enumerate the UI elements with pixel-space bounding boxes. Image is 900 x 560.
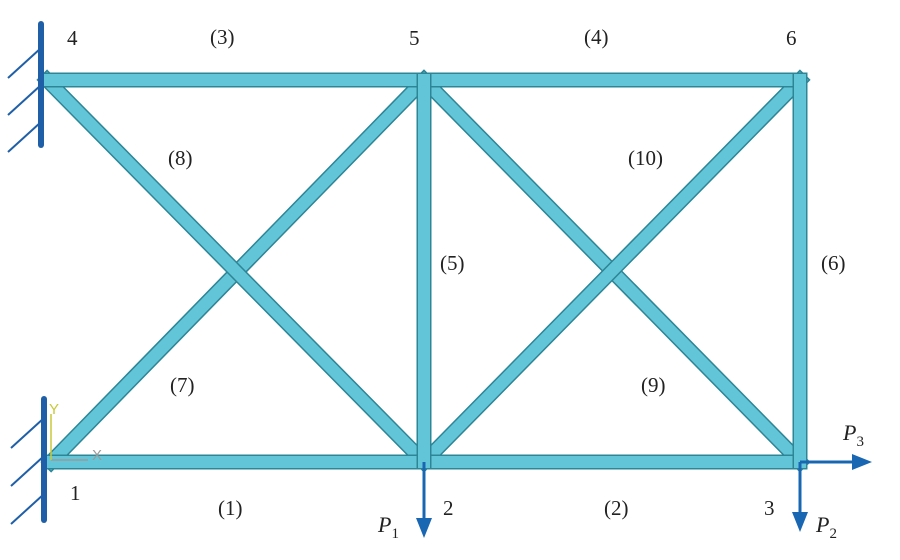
element-label-6: (6) <box>821 251 846 275</box>
load-label-p2: P2 <box>815 512 837 542</box>
member-8 <box>36 69 435 473</box>
element-label-7: (7) <box>170 373 195 397</box>
element-label-9: (9) <box>641 373 666 397</box>
truss-members <box>36 69 811 473</box>
element-label-8: (8) <box>168 146 193 170</box>
element-label-10: (10) <box>628 146 663 170</box>
load-label-p1: P1 <box>377 512 399 542</box>
member-10 <box>413 69 811 473</box>
element-labels: (1) (2) (3) (4) (5) (6) (7) (8) (9) (10) <box>168 25 846 520</box>
axis-triad: X Y <box>49 401 102 464</box>
element-label-2: (2) <box>604 496 629 520</box>
fixed-support-node-4 <box>7 21 44 153</box>
load-labels: P1 P2 P3 <box>377 420 864 542</box>
node-label-3: 3 <box>764 496 775 520</box>
load-arrow-p1 <box>416 462 432 538</box>
element-label-4: (4) <box>584 25 609 49</box>
load-label-p3: P3 <box>842 420 864 450</box>
element-label-3: (3) <box>210 25 235 49</box>
node-label-5: 5 <box>409 26 420 50</box>
load-arrow-p3 <box>800 454 872 470</box>
x-axis-label: X <box>92 447 102 464</box>
fixed-support-node-1 <box>10 396 47 525</box>
loads <box>416 454 872 538</box>
y-axis-label: Y <box>49 401 59 418</box>
element-label-1: (1) <box>218 496 243 520</box>
node-label-2: 2 <box>443 496 454 520</box>
node-label-4: 4 <box>67 26 78 50</box>
node-label-1: 1 <box>70 481 81 505</box>
node-label-6: 6 <box>786 26 797 50</box>
node-labels: 1 2 3 4 5 6 <box>67 26 797 520</box>
supports <box>7 21 47 525</box>
load-arrow-p2 <box>792 462 808 532</box>
element-label-5: (5) <box>440 251 465 275</box>
